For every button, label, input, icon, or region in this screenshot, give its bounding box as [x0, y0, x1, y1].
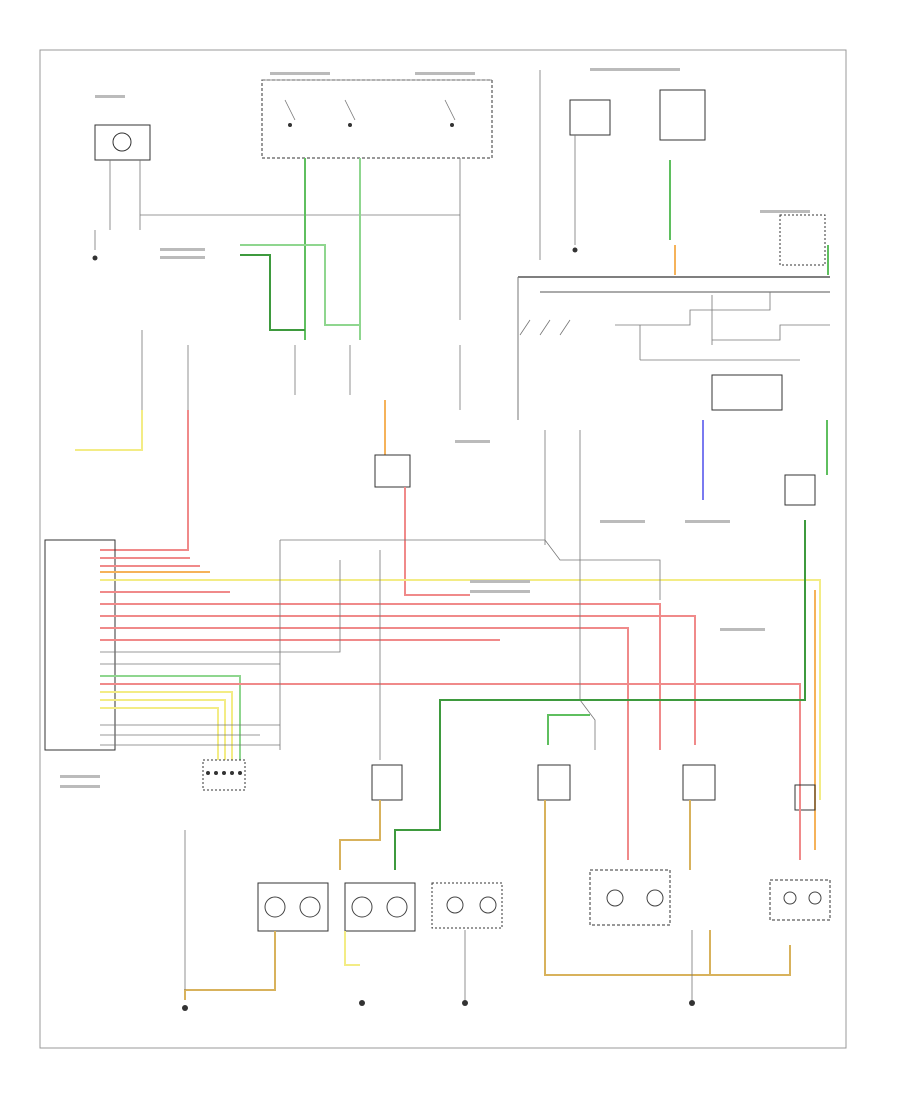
wire-yellow-left	[75, 410, 143, 451]
wire-green-3	[240, 254, 305, 331]
hazard-switch-block	[92, 124, 460, 261]
wire-tan-3	[544, 800, 711, 976]
ground-points	[182, 830, 695, 1011]
lamp-row	[257, 869, 831, 932]
wire-red-left	[100, 410, 189, 551]
control-unit-block	[539, 70, 826, 266]
headlight-switch-block	[261, 79, 493, 159]
left-connector	[44, 539, 116, 751]
relay-bus	[517, 276, 830, 420]
harness-lines	[100, 557, 821, 860]
wire-tan-1	[184, 931, 276, 1000]
wire-red-relay	[404, 487, 470, 596]
pin-cluster	[202, 759, 246, 791]
diagram-border	[39, 49, 847, 1049]
tiny-labels	[60, 68, 810, 788]
wire-tan-2	[339, 800, 381, 870]
wire-green-4	[240, 244, 360, 326]
